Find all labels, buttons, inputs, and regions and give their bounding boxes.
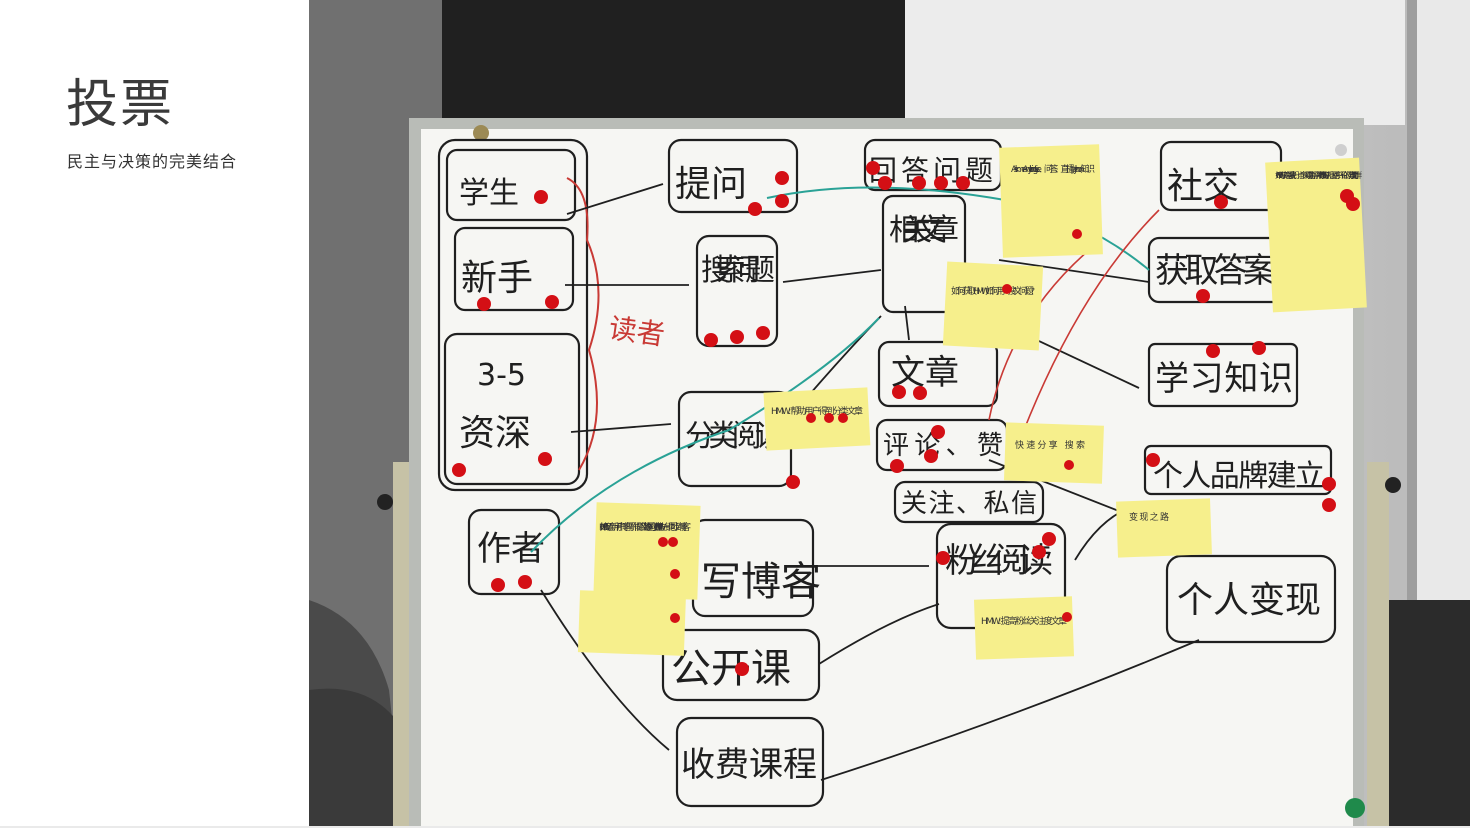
note-6-text: 快速分享 搜索 [1015, 439, 1085, 451]
sticky-note-6: 快速分享 搜索 [1003, 422, 1104, 484]
chair [309, 688, 409, 828]
note-3-text: HMW: 帮助用户得到分类文章 [771, 405, 863, 417]
note-5-text: HMW: 提高粉丝关注度文章 [981, 615, 1067, 627]
note-1-text: Ask me Anything Live、问答、直播 python 知识 [1011, 163, 1095, 175]
right-wall [1417, 0, 1470, 600]
audience-right [1379, 600, 1470, 828]
label-answer: 获取答案 [1155, 251, 1277, 291]
note-7-text: 变现之路 [1129, 511, 1169, 523]
label-brand: 个人品牌建立 [1153, 459, 1325, 494]
page-subtitle: 民主与决策的完美结合 [67, 152, 238, 171]
magnet-2 [1335, 144, 1347, 156]
label-related: 相关文章 [889, 213, 959, 248]
label-blog: 写博客 [701, 559, 821, 605]
stand-right [1367, 462, 1389, 828]
note-2-text: 如何获取 HMW: 如何用一搜文问题? [951, 285, 1035, 297]
sticky-note-5: HMW: 提高粉丝关注度文章 [973, 596, 1075, 660]
sticky-note-3: HMW: 帮助用户得到分类文章 [763, 387, 871, 451]
sticky-note-8: HMW: 如何快速解决 我们一点多问题 成功解决问题 HMW: 如何从社区到 用… [1265, 157, 1367, 313]
label-follow: 关注、私信 [901, 489, 1037, 519]
box-author [467, 508, 561, 596]
label-newbie: 新手 [461, 258, 533, 299]
sticky-note-4: HMW: 如何让新用户博客写作很感兴趣? 协同创作 HMW: 建立一键同步到博客 [577, 502, 701, 656]
stand-knob-right [1385, 477, 1401, 493]
label-student: 学生 [459, 176, 519, 211]
label-reader: 读者 [607, 311, 667, 351]
teal-arrow-2 [530, 317, 880, 553]
right-column [1407, 0, 1417, 600]
wall-window [905, 0, 1405, 125]
bottom-rule [0, 826, 1470, 828]
label-years: 3-5 [477, 358, 526, 393]
label-veteran: 资深 [459, 413, 531, 454]
label-value: 个人变现 [1177, 580, 1321, 621]
stand-left [393, 462, 413, 828]
note-8-text: HMW: 如何快速解决 我们一点多问题 成功解决问题 HMW: 如何从社区到 用… [1275, 170, 1362, 180]
magnet [473, 125, 489, 141]
black-panel [442, 0, 905, 122]
sticky-note-2: 如何获取 HMW: 如何用一搜文问题? [942, 261, 1044, 351]
label-search: 搜索问题 [701, 253, 775, 288]
label-learn: 学习知识 [1155, 359, 1293, 399]
red-bracket [566, 177, 600, 471]
label-public-course: 公开课 [671, 646, 791, 692]
whiteboard-photo: 学生 新手 3-5 资深 读者 作者 提问 搜索问题 分类阅读 写博客 公开课 … [309, 0, 1470, 828]
sticky-note-7: 变现之路 [1116, 498, 1212, 558]
label-social: 社交 [1167, 166, 1239, 207]
label-paid-course: 收费课程 [681, 745, 817, 785]
label-ask: 提问 [675, 164, 747, 205]
note-4-text: HMW: 如何让新用户博客写作很感兴趣? 协同创作 HMW: 建立一键同步到博客 [599, 521, 691, 533]
sticky-note-1: Ask me Anything Live、问答、直播 python 知识 [999, 144, 1103, 258]
stand-knob-left [377, 494, 393, 510]
teal-arrow-1 [766, 186, 1150, 271]
group-reader [437, 138, 589, 492]
left-panel: 投票 民主与决策的完美结合 [0, 0, 309, 828]
green-magnet [1345, 798, 1365, 818]
page-title: 投票 [66, 75, 175, 135]
vote-dots [452, 161, 1360, 676]
